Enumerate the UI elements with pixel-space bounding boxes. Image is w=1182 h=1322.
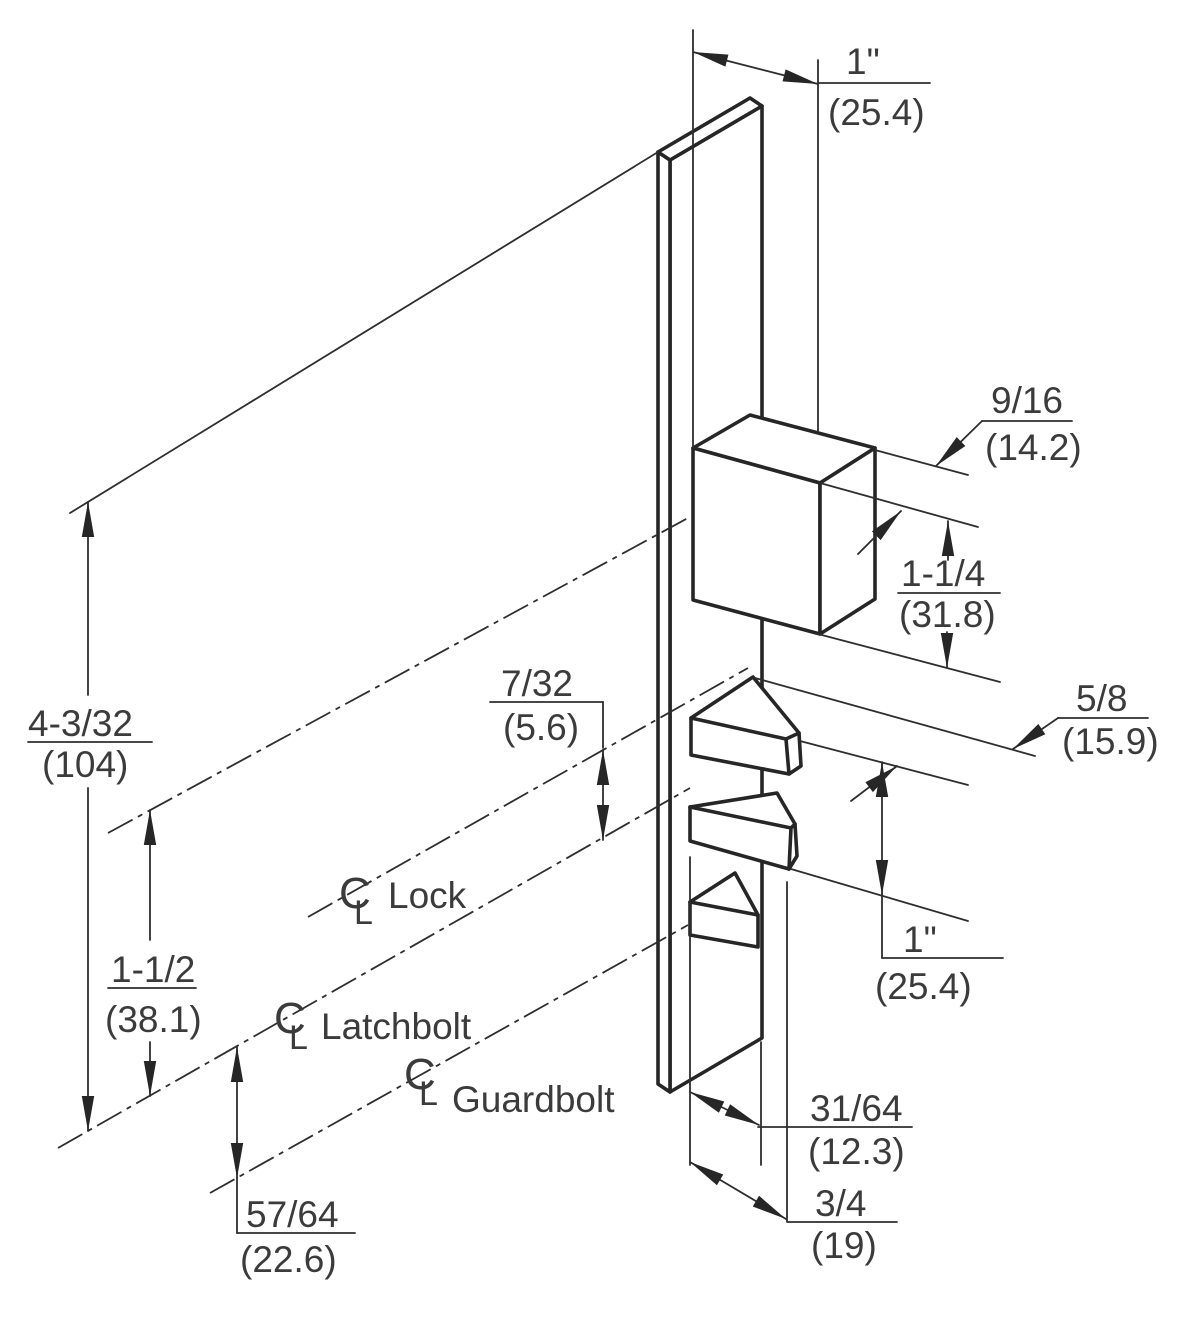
dim-latch-face-height-metric: (25.4) xyxy=(875,966,972,1007)
dim-lock-latch-offset-metric: (5.6) xyxy=(503,707,579,748)
dim-latch-throw-fraction: 5/8 xyxy=(1076,678,1127,719)
ext-faceplate-top-corner xyxy=(69,151,659,514)
latchbolt-upper-wedge-edges xyxy=(689,716,801,776)
dim-latch-to-guard-metric: (22.6) xyxy=(240,1239,337,1280)
deadbolt-front-face xyxy=(691,446,822,636)
dim-guard-inset-metric: (12.3) xyxy=(808,1131,905,1172)
dimension-lines xyxy=(27,51,1149,1234)
leader-deadbolt-thickness xyxy=(935,420,983,467)
ext-latch-apex xyxy=(754,677,1036,757)
leader-latch-throw xyxy=(1012,717,1059,750)
dim-latch-to-guard-fraction: 57/64 xyxy=(246,1194,339,1235)
deadbolt-side-face xyxy=(818,446,877,636)
dim-deadbolt-height-fraction: 1-1/4 xyxy=(901,553,985,594)
dim-latch-to-guard: 57/64 (22.6) xyxy=(240,1194,339,1280)
lock-cl-symbol-c: C xyxy=(339,869,371,918)
dim-deadbolt-thickness: 9/16 (14.2) xyxy=(985,380,1082,468)
deadbolt-centerline xyxy=(107,517,689,834)
guardbolt-cl-text: Guardbolt xyxy=(452,1079,615,1120)
ext-deadbolt-bottom-edge xyxy=(817,633,1001,683)
faceplate-top-face xyxy=(656,96,764,162)
dim-guard-inset: 31/64 (12.3) xyxy=(808,1088,905,1172)
latchbolt-centerline-label: C L Latchbolt xyxy=(274,994,472,1057)
latchbolt-cl-symbol-l: L xyxy=(289,1019,308,1057)
dimension-labels: 1" (25.4) 9/16 (14.2) 1-1/4 (31.8) 7/32 … xyxy=(28,41,1159,1280)
dim-deadbolt-throw-metric: (25.4) xyxy=(828,92,925,133)
deadbolt xyxy=(691,413,877,636)
dim-latch-throw: 5/8 (15.9) xyxy=(1062,678,1159,762)
dim-top-to-latch: 4-3/32 (104) xyxy=(28,703,133,785)
guardbolt-centerline-label: C L Guardbolt xyxy=(404,1050,615,1120)
ext-deadbolt-top-front-edge xyxy=(819,482,979,528)
dim-latch-face-height: 1" (25.4) xyxy=(875,919,972,1007)
arrow-latch-throw-lower xyxy=(850,765,898,802)
ext-deadbolt-back-edge xyxy=(874,449,969,476)
dim-deadbolt-thickness-metric: (14.2) xyxy=(985,427,1082,468)
arrow-deadbolt-throw xyxy=(692,51,819,85)
latchbolt xyxy=(688,675,803,871)
centerlines xyxy=(57,517,749,1194)
arrow-deadbolt-thickness-lower xyxy=(857,510,902,555)
lock-cl-symbol-l: L xyxy=(354,894,373,932)
dim-lock-latch-offset: 7/32 (5.6) xyxy=(501,663,579,748)
latchbolt-lower-wedge-edges xyxy=(688,805,797,871)
dim-faceplate-width-fraction: 3/4 xyxy=(815,1183,866,1224)
dim-deadbolt-thickness-fraction: 9/16 xyxy=(991,380,1063,421)
dim-deadbolt-height-metric: (31.8) xyxy=(899,594,996,635)
extension-lines xyxy=(69,29,1036,1223)
guardbolt-cl-symbol-l: L xyxy=(419,1075,438,1113)
dim-bolt-to-latch: 1-1/2 (38.1) xyxy=(105,949,202,1040)
guardbolt-ridge xyxy=(688,900,760,917)
dim-bolt-to-latch-fraction: 1-1/2 xyxy=(111,949,195,990)
dim-guard-inset-fraction: 31/64 xyxy=(810,1088,903,1129)
arrow-faceplate-width xyxy=(689,1161,787,1220)
dim-bolt-to-latch-metric: (38.1) xyxy=(105,999,202,1040)
ext-latch-bottom xyxy=(790,868,969,922)
arrow-guard-inset xyxy=(689,1091,760,1126)
latchbolt-centerline xyxy=(57,787,691,1149)
dim-faceplate-width-metric: (19) xyxy=(811,1225,877,1266)
guardbolt-cl-symbol-c: C xyxy=(404,1050,436,1099)
guardbolt xyxy=(688,871,760,949)
dim-latch-face-height-fraction: 1" xyxy=(903,919,937,960)
centerline-labels: C L Lock C L Latchbolt C L Guardbolt xyxy=(274,869,615,1120)
lock-centerline-label: C L Lock xyxy=(339,869,467,932)
dim-top-to-latch-metric: (104) xyxy=(42,744,128,785)
dim-top-to-latch-fraction: 4-3/32 xyxy=(28,703,133,744)
ext-latch-ridge xyxy=(799,740,969,786)
dim-deadbolt-throw: 1" (25.4) xyxy=(828,41,925,133)
dim-faceplate-width: 3/4 (19) xyxy=(811,1183,877,1266)
lock-centerline xyxy=(307,667,749,918)
faceplate-edge-face xyxy=(656,150,672,1094)
dim-lock-latch-offset-fraction: 7/32 xyxy=(501,663,573,704)
latchbolt-cl-symbol-c: C xyxy=(274,994,306,1043)
latchbolt-cl-text: Latchbolt xyxy=(321,1006,472,1047)
dim-deadbolt-throw-fraction: 1" xyxy=(846,41,880,82)
lock-cl-text: Lock xyxy=(388,875,467,916)
dim-latch-throw-metric: (15.9) xyxy=(1062,721,1159,762)
dim-deadbolt-height: 1-1/4 (31.8) xyxy=(899,553,996,635)
guardbolt-centerline xyxy=(209,924,689,1194)
